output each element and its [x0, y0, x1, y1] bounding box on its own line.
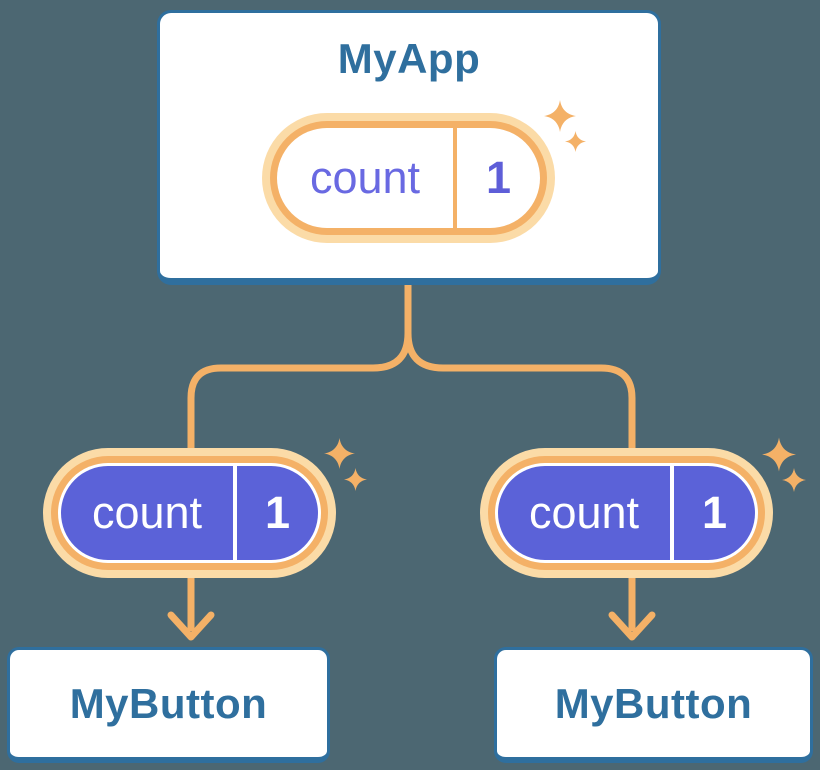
right-child-component-label: MyButton [554, 679, 753, 727]
sparkle-icon [344, 468, 367, 491]
left-child-state-pill: count 1 [43, 448, 336, 578]
left-child-component-card: MyButton [7, 647, 330, 763]
left-child-state-value: 1 [264, 487, 291, 538]
pill-divider [233, 466, 237, 560]
pill-ring: count 1 [270, 121, 547, 235]
root-state-pill: count 1 [262, 113, 555, 243]
right-child-component-card: MyButton [494, 647, 813, 763]
pill-ring: count 1 [51, 456, 328, 570]
pill-divider [453, 128, 457, 228]
sparkle-icon [544, 100, 576, 132]
sparkle-icon [762, 437, 796, 472]
sparkle-icon [324, 438, 355, 469]
right-child-state-value: 1 [701, 487, 728, 538]
pill-divider [670, 466, 674, 560]
right-child-state-pill: count 1 [480, 448, 773, 578]
left-child-state-key: count [91, 487, 203, 538]
sparkle-icon [782, 468, 806, 492]
branch-left-line [187, 285, 412, 448]
arrow-right-head [608, 611, 656, 641]
sparkle-icon [565, 131, 586, 152]
root-state-key: count [309, 152, 421, 203]
root-component-label: MyApp [337, 35, 481, 82]
root-state-value: 1 [485, 152, 512, 203]
right-child-state-key: count [528, 487, 640, 538]
arrow-left-head [167, 611, 215, 641]
left-child-component-label: MyButton [69, 679, 268, 727]
pill-ring: count 1 [488, 456, 765, 570]
branch-right-line [404, 285, 636, 448]
